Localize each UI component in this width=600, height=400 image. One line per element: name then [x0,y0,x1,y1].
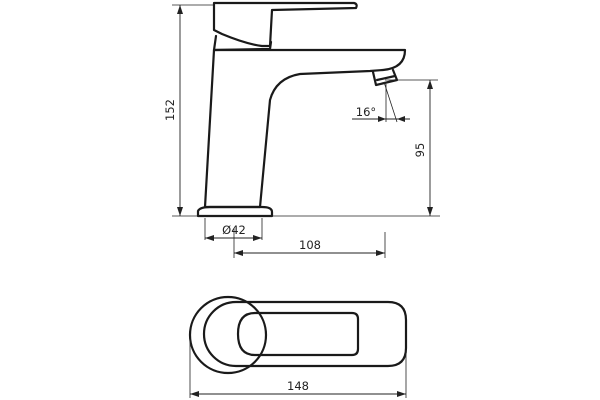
faucet-body [203,48,407,209]
base-outline-top [188,295,268,375]
handle-inner-recess [236,311,360,357]
dim-label-total-length: 148 [287,379,309,393]
dim-label-spout-height: 95 [413,143,427,158]
handle-collar [212,34,273,52]
faucet-side-view [196,1,407,218]
aerator-lip [375,74,397,82]
dim-label-spout-reach: 108 [299,238,321,252]
dim-label-base-diameter: Ø42 [222,223,246,237]
lever-handle [212,1,358,48]
faucet-top-view [188,295,408,375]
dim-label-total-height: 152 [163,99,177,121]
dim-label-aerator-angle: 16° [356,105,376,119]
dimension-lines [172,4,440,258]
base-flange [196,205,274,218]
handle-body-top [202,300,408,368]
top-dimension-lines [189,340,407,398]
